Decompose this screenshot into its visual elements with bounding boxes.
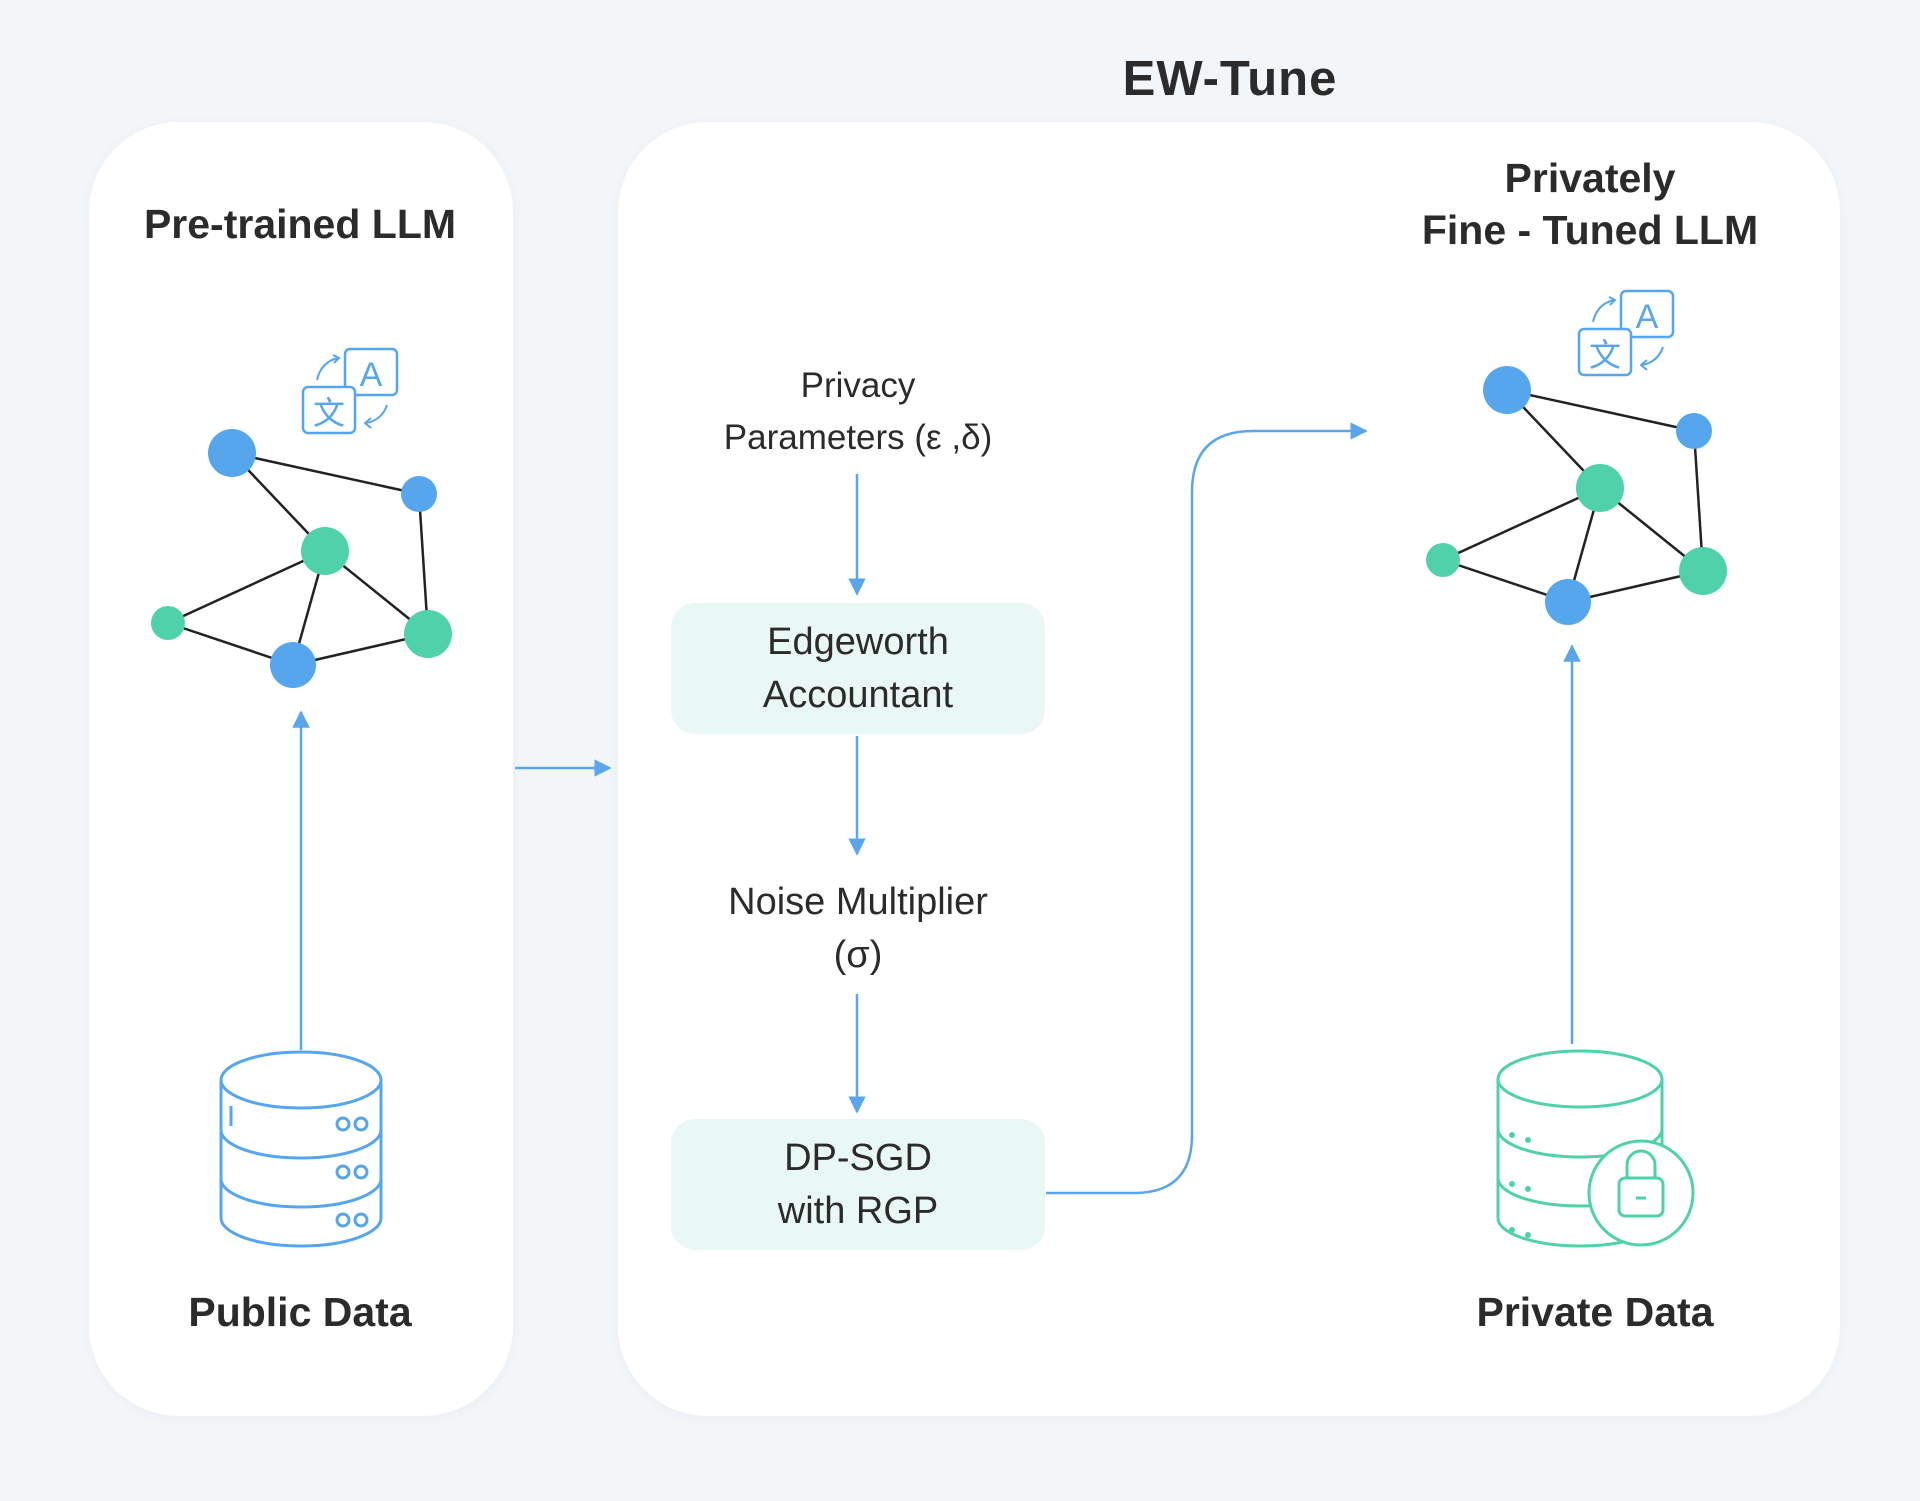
private-data-label: Private Data	[1476, 1289, 1714, 1335]
dp-sgd-line2: with RGP	[777, 1189, 939, 1232]
edgeworth-line2: Accountant	[762, 673, 954, 716]
ew-tune-title: EW-Tune	[1122, 52, 1338, 106]
dp-sgd-line1: DP-SGD	[784, 1136, 932, 1179]
privacy-parameters-line2: Parameters (ε ,δ)	[723, 418, 993, 457]
edgeworth-accountant-box: Edgeworth Accountant	[671, 603, 1045, 734]
edgeworth-line1: Edgeworth	[767, 620, 949, 663]
noise-multiplier-line2: (σ)	[833, 934, 883, 976]
private-llm-title-line2: Fine - Tuned LLM	[1421, 207, 1759, 253]
pretrained-panel	[89, 122, 513, 1416]
noise-multiplier-line1: Noise Multiplier	[728, 881, 988, 923]
private-llm-title: Privately Fine - Tuned LLM	[1340, 152, 1840, 256]
public-data-label: Public Data	[188, 1289, 412, 1335]
privacy-parameters-line1: Privacy	[800, 366, 916, 405]
privacy-parameters-label: Privacy Parameters (ε ,δ)	[658, 360, 1058, 464]
noise-multiplier-label: Noise Multiplier (σ)	[658, 876, 1058, 982]
dp-sgd-box: DP-SGD with RGP	[671, 1119, 1045, 1250]
pretrained-llm-title: Pre-trained LLM	[143, 201, 457, 247]
private-llm-title-line1: Privately	[1504, 155, 1676, 201]
